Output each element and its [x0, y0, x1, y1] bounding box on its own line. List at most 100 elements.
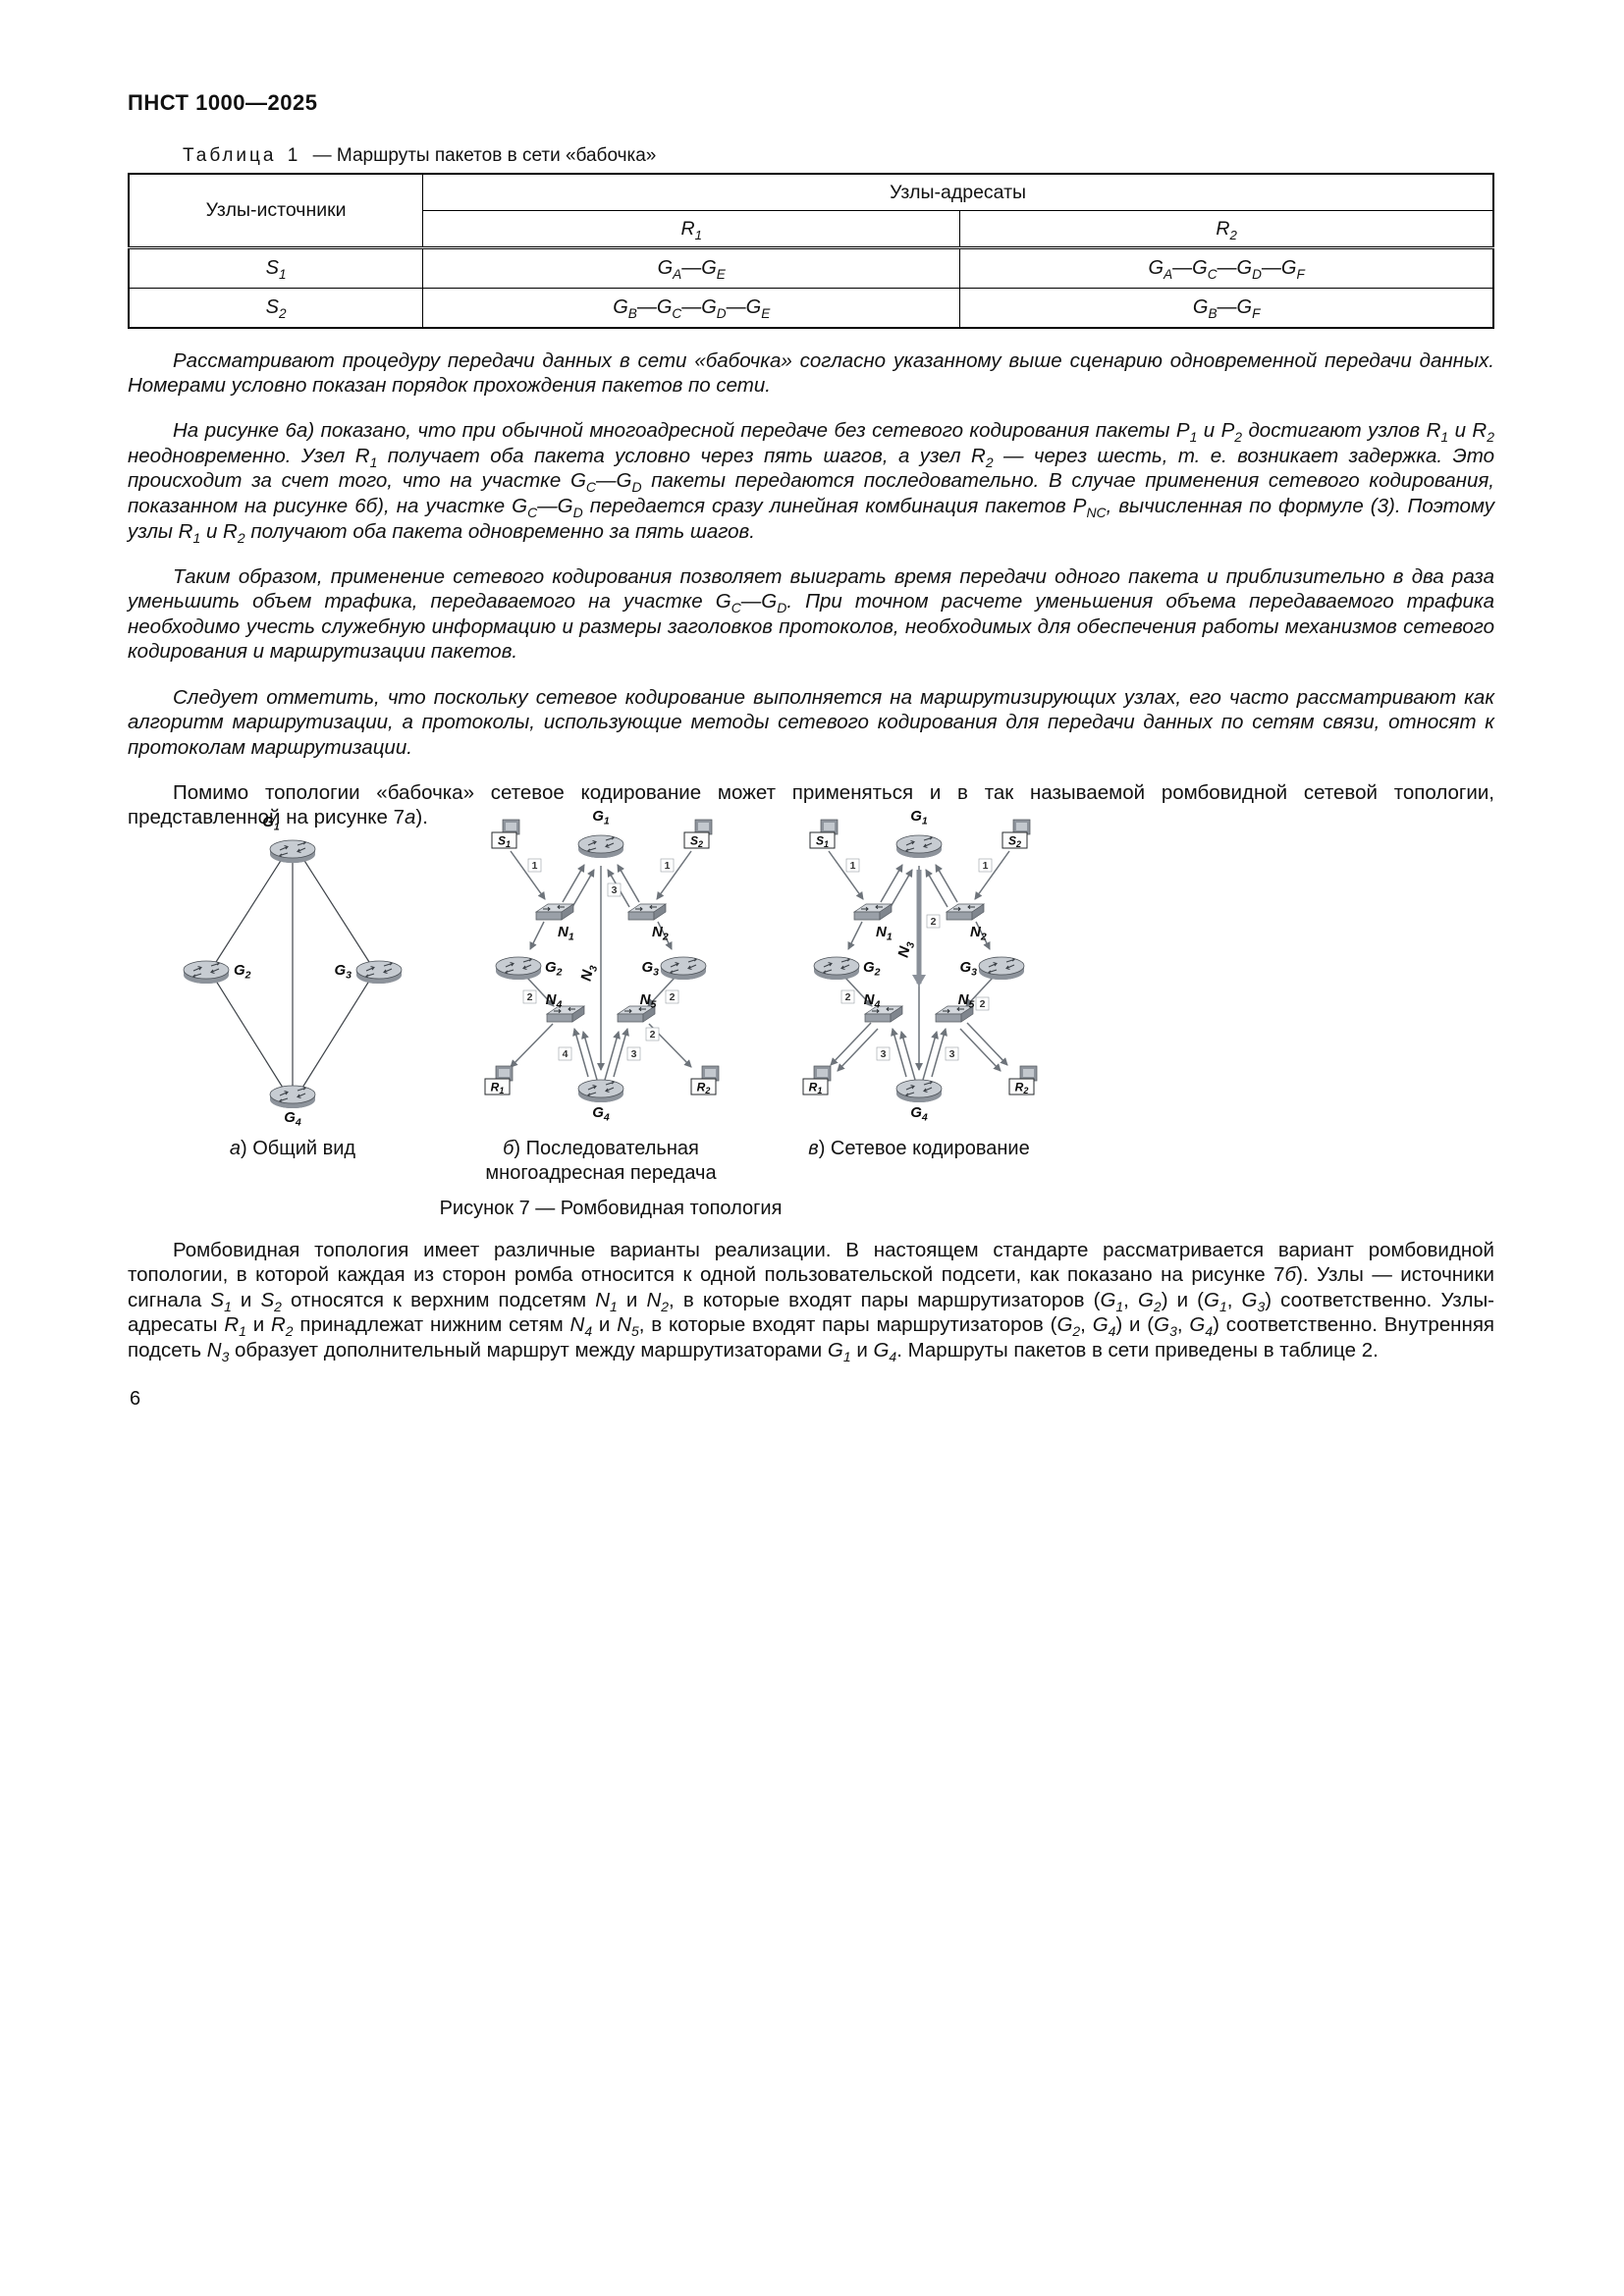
step-badge: 2	[645, 1027, 660, 1041]
label-G1: G1	[592, 808, 610, 828]
step-badge: 2	[840, 989, 855, 1004]
svg-text:1: 1	[983, 860, 989, 872]
figure-7v: S1 S2 R1 R2 G1 N1 N2 G2 G3 N4 N5 G4 N3 1…	[772, 805, 1066, 1161]
paragraph-4: Следует отметить, что поскольку сетевое …	[128, 685, 1494, 759]
paragraph-6: Ромбовидная топология имеет различные ва…	[128, 1238, 1495, 1364]
router-icon	[577, 1079, 624, 1103]
label-R2: R2	[697, 1081, 711, 1096]
figure-7a-diagram: G1 G2 G3 G4	[183, 814, 403, 1129]
svg-text:1: 1	[850, 860, 856, 872]
switch-icon	[617, 1005, 656, 1023]
figure-7: G1 G2 G3 G4 а) Общий вид	[155, 805, 1073, 1220]
body-text-after-figure: Ромбовидная топология имеет различные ва…	[128, 1217, 1494, 1383]
figure-7v-diagram: S1 S2 R1 R2 G1 N1 N2 G2 G3 N4 N5 G4 N3 1…	[802, 808, 1038, 1124]
svg-text:2: 2	[931, 916, 937, 928]
step-badge: 3	[945, 1046, 959, 1061]
flow-edges	[828, 850, 1010, 1081]
label-G4: G4	[592, 1104, 610, 1124]
step-badge: 1	[845, 858, 860, 873]
cell-s1-r1: GA—GE	[422, 247, 961, 289]
table-header-r1: R1	[422, 210, 961, 249]
svg-text:3: 3	[881, 1048, 887, 1060]
cell-s1-r2: GA—GC—GD—GF	[959, 247, 1494, 289]
paragraph-1: Рассматривают процедуру передачи данных …	[128, 348, 1494, 398]
table-1-caption: Таблица 1 — Маршруты пакетов в сети «баб…	[183, 145, 656, 167]
router-icon	[660, 956, 707, 981]
label-R2: R2	[1015, 1081, 1029, 1096]
step-badge: 3	[607, 882, 622, 897]
router-icon	[183, 960, 230, 985]
step-badge: 1	[527, 858, 542, 873]
table-caption-number: 1	[287, 145, 298, 166]
doc-code: ПНСТ 1000—2025	[128, 90, 318, 115]
step-badge: 4	[558, 1046, 572, 1061]
label-R1: R1	[491, 1081, 505, 1096]
figure-7a: G1 G2 G3 G4 а) Общий вид	[155, 805, 430, 1161]
label-N3: N3	[895, 939, 918, 960]
table-header-destinations: Узлы-адресаты	[422, 173, 1494, 211]
step-badge: 1	[660, 858, 675, 873]
svg-text:3: 3	[612, 884, 618, 896]
svg-text:3: 3	[631, 1048, 637, 1060]
body-text: Рассматривают процедуру передачи данных …	[128, 328, 1494, 851]
figure-7b-diagram: S1 S2 R1 R2 G1 N1 N2 G2 G3 N4 N5 G4 N3 1…	[484, 808, 720, 1124]
step-badge: 1	[978, 858, 993, 873]
figure-7-caption: Рисунок 7 — Ромбовидная топология	[439, 1198, 783, 1219]
label-G2: G2	[545, 959, 563, 979]
cell-s2-r1: GB—GC—GD—GE	[422, 288, 961, 329]
label-N3: N3	[578, 963, 601, 984]
svg-text:1: 1	[665, 860, 671, 872]
switch-icon	[853, 903, 893, 921]
table-caption-word: Таблица	[183, 145, 277, 166]
paragraph-3: Таким образом, применение сетевого кодир…	[128, 564, 1494, 664]
figure-7b-caption: б) Последовательная многоадресная переда…	[485, 1138, 717, 1184]
step-badge: 2	[975, 996, 990, 1011]
table-header-r2: R2	[959, 210, 1494, 249]
label-S1: S1	[816, 834, 829, 850]
router-icon	[895, 834, 943, 859]
svg-text:2: 2	[650, 1029, 656, 1041]
label-G3: G3	[334, 962, 352, 982]
svg-text:3: 3	[949, 1048, 955, 1060]
router-icon	[495, 956, 542, 981]
label-G1: G1	[262, 814, 280, 833]
table-1: Узлы-источники Узлы-адресаты R1 R2 S1 GA…	[128, 173, 1494, 329]
label-G4: G4	[284, 1109, 301, 1129]
cell-s1: S1	[128, 247, 424, 289]
switch-icon	[946, 903, 985, 921]
switch-icon	[935, 1005, 974, 1023]
label-S1: S1	[498, 834, 511, 850]
flow-edges	[510, 850, 692, 1081]
label-S2: S2	[690, 834, 703, 850]
router-icon	[577, 834, 624, 859]
label-G4: G4	[910, 1104, 928, 1124]
switch-icon	[535, 903, 574, 921]
switch-icon	[864, 1005, 903, 1023]
svg-text:2: 2	[527, 991, 533, 1003]
step-badge: 2	[926, 914, 941, 929]
switch-icon	[627, 903, 667, 921]
cell-s2: S2	[128, 288, 424, 329]
paragraph-5: Помимо топологии «бабочка» сетевое кодир…	[128, 780, 1494, 829]
router-icon	[269, 839, 316, 864]
figure-7a-caption: а) Общий вид	[229, 1138, 356, 1159]
svg-text:2: 2	[845, 991, 851, 1003]
cell-s2-r2: GB—GF	[959, 288, 1494, 329]
step-badges: 1 1 3 2 2 2 4 3	[522, 858, 679, 1061]
svg-text:1: 1	[532, 860, 538, 872]
label-N1: N1	[876, 924, 893, 943]
topology-edges	[213, 855, 372, 1089]
label-N5: N5	[640, 991, 657, 1011]
label-N1: N1	[558, 924, 574, 943]
router-icon	[895, 1079, 943, 1103]
table-caption-text: — Маршруты пакетов в сети «бабочка»	[312, 145, 657, 166]
step-badge: 2	[522, 989, 537, 1004]
label-N4: N4	[546, 991, 563, 1011]
document-page: ПНСТ 1000—2025 Таблица 1 — Маршруты паке…	[128, 0, 1494, 2296]
step-badge: 2	[665, 989, 679, 1004]
label-G2: G2	[234, 962, 251, 982]
figure-7-row: G1 G2 G3 G4 а) Общий вид	[155, 805, 1073, 1186]
label-G3: G3	[641, 959, 659, 979]
label-S2: S2	[1008, 834, 1021, 850]
label-G2: G2	[863, 959, 881, 979]
